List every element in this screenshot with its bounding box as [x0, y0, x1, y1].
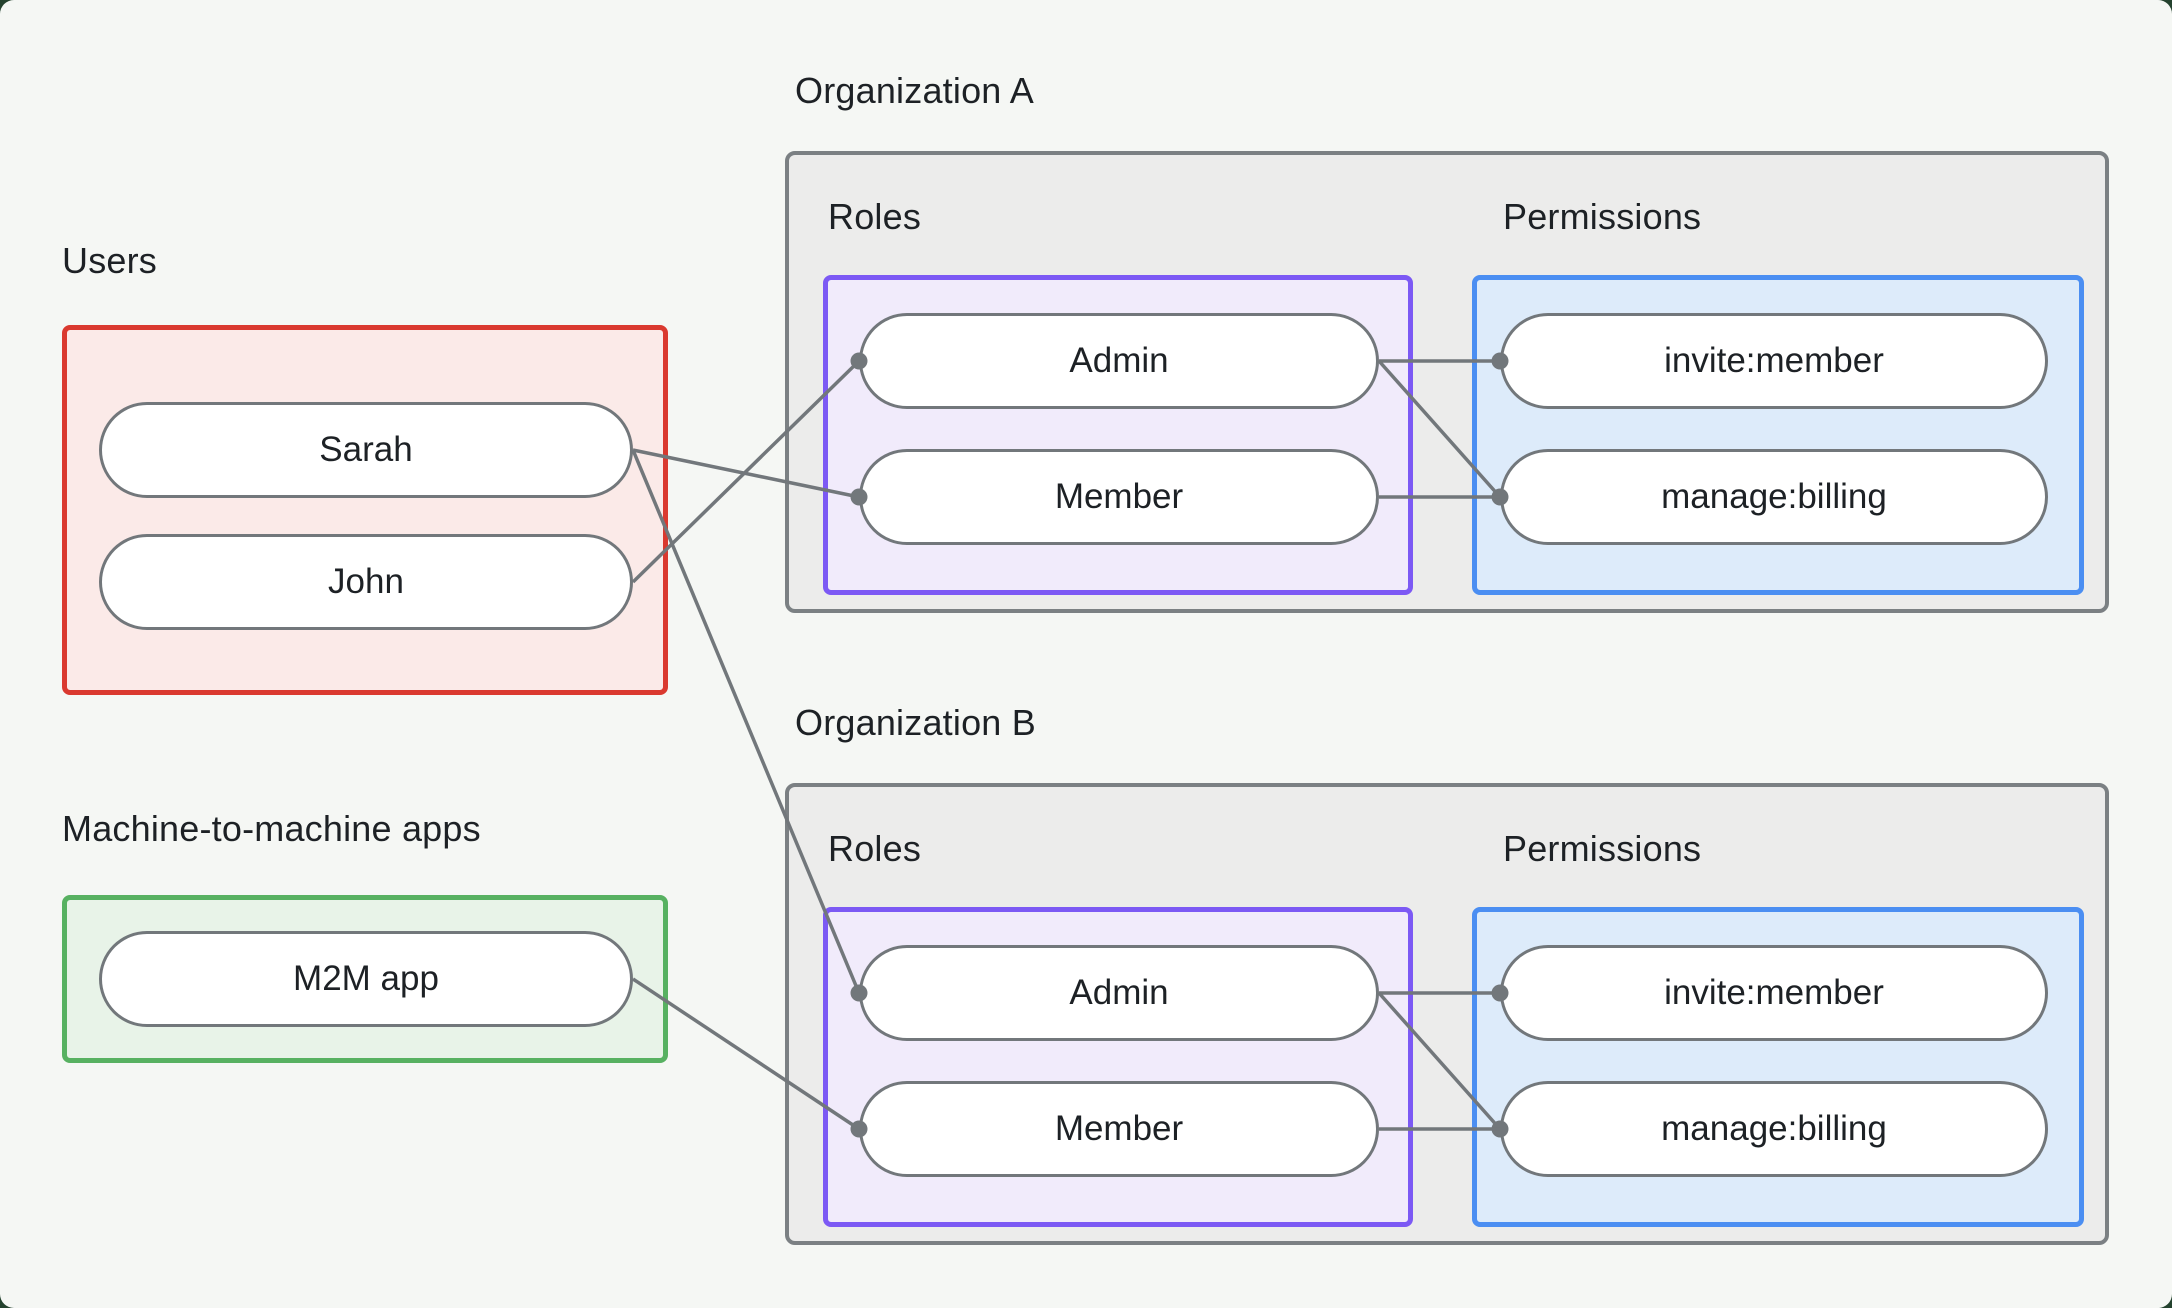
node-orga-invite: invite:member	[1500, 313, 2048, 409]
orga-roles-label: Roles	[828, 196, 922, 237]
orgb-title: Organization B	[795, 702, 1036, 743]
node-orga-billing-label: manage:billing	[1661, 477, 1887, 516]
node-orga-admin: Admin	[859, 313, 1379, 409]
node-orgb-invite: invite:member	[1500, 945, 2048, 1041]
orga-title: Organization A	[795, 70, 1034, 111]
node-orga-billing: manage:billing	[1500, 449, 2048, 545]
node-orga-member: Member	[859, 449, 1379, 545]
users-label: Users	[62, 240, 158, 281]
orgb-permissions-label: Permissions	[1503, 828, 1702, 869]
node-orgb-member: Member	[859, 1081, 1379, 1177]
node-orgb-member-label: Member	[1054, 1109, 1184, 1148]
node-m2m-app: M2M app	[99, 931, 633, 1027]
m2m-label: Machine-to-machine apps	[62, 808, 481, 849]
node-orgb-billing-label: manage:billing	[1661, 1109, 1887, 1148]
orgb-roles-label: Roles	[828, 828, 922, 869]
node-orgb-admin-label: Admin	[1069, 973, 1169, 1012]
node-orgb-admin: Admin	[859, 945, 1379, 1041]
node-john-label: John	[328, 562, 404, 601]
node-sarah: Sarah	[99, 402, 633, 498]
node-orga-invite-label: invite:member	[1664, 341, 1884, 380]
node-m2m-app-label: M2M app	[293, 959, 439, 998]
node-orgb-billing: manage:billing	[1500, 1081, 2048, 1177]
node-orgb-invite-label: invite:member	[1664, 973, 1884, 1012]
node-sarah-label: Sarah	[319, 430, 413, 469]
node-orga-admin-label: Admin	[1069, 341, 1169, 380]
users-box	[62, 325, 668, 695]
orga-permissions-label: Permissions	[1503, 196, 1702, 237]
node-orga-member-label: Member	[1054, 477, 1184, 516]
node-john: John	[99, 534, 633, 630]
